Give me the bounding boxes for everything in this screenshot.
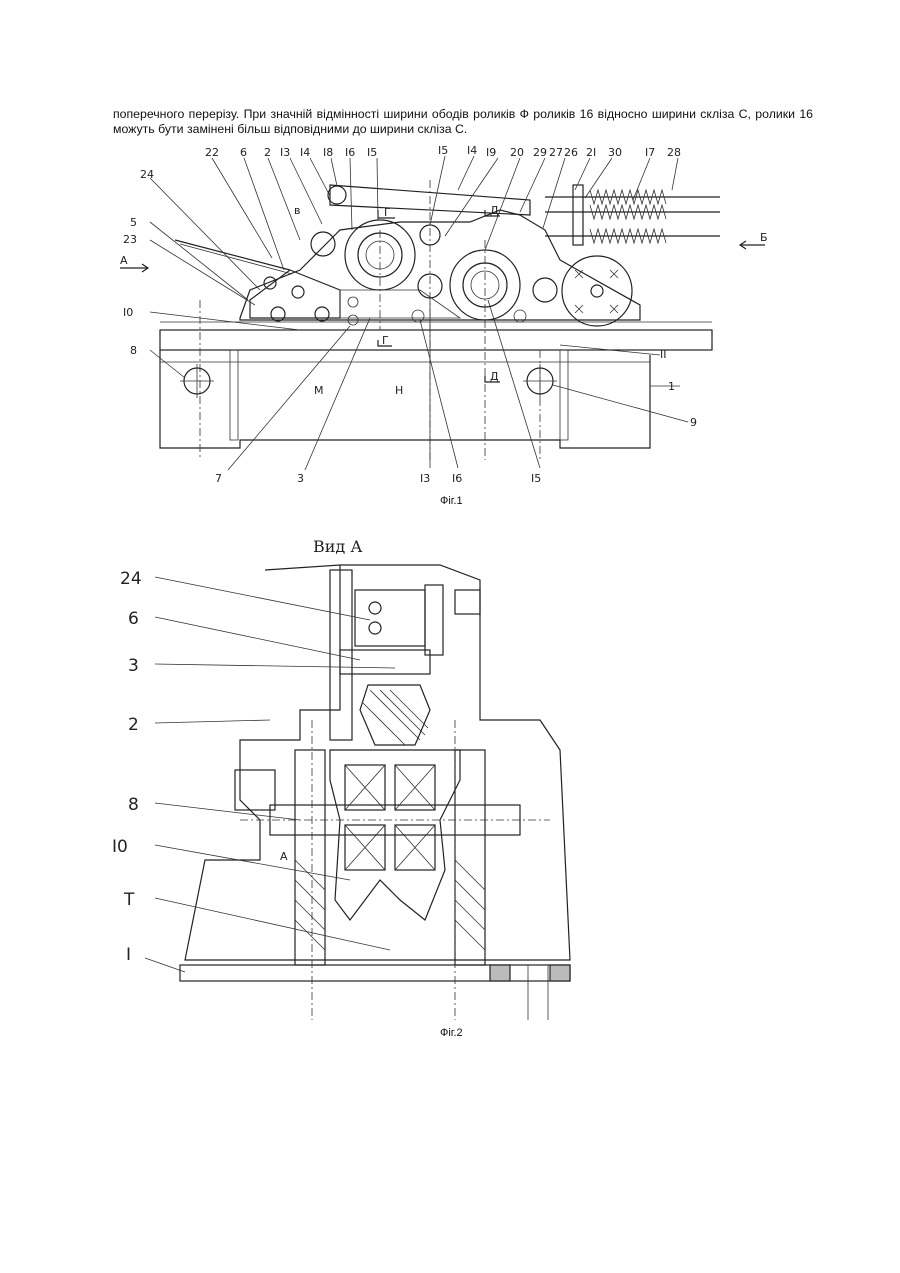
figure-2-title: Вид А xyxy=(313,537,362,556)
fig2-label-10: I0 xyxy=(112,837,128,857)
figure-2-caption: Фіг.2 xyxy=(440,1027,463,1039)
label-9: 9 xyxy=(690,416,697,429)
label-28: 28 xyxy=(667,146,681,159)
label-27: 27 xyxy=(549,146,563,159)
label-H: Н xyxy=(395,384,403,397)
label-G1: Г xyxy=(384,206,391,219)
label-M: М xyxy=(314,384,324,397)
label-19: I9 xyxy=(486,146,496,159)
label-B: Б xyxy=(760,231,768,244)
label-3: 3 xyxy=(297,472,304,485)
label-17: I7 xyxy=(645,146,655,159)
fig2-label-A: А xyxy=(280,850,288,863)
fig2-label-T: Т xyxy=(123,890,135,910)
figure-2-drawing: Вид А xyxy=(0,520,900,1040)
figure-1-drawing: 22 6 2 I3 I4 I8 I6 I5 I5 I4 I9 20 29 27 … xyxy=(0,0,900,520)
label-6: 6 xyxy=(240,146,247,159)
label-20: 20 xyxy=(510,146,524,159)
label-14a: I4 xyxy=(300,146,310,159)
label-30: 30 xyxy=(608,146,622,159)
label-7: 7 xyxy=(215,472,222,485)
label-A: А xyxy=(120,254,128,267)
label-29: 29 xyxy=(533,146,547,159)
label-10: I0 xyxy=(123,306,133,319)
label-13b: I3 xyxy=(420,472,430,485)
label-15a: I5 xyxy=(367,146,377,159)
roller-right xyxy=(562,256,632,326)
label-16a: I6 xyxy=(345,146,355,159)
carriage xyxy=(240,210,640,320)
fig2-label-6: 6 xyxy=(128,609,139,629)
label-D2: Д xyxy=(490,370,499,383)
label-18: I8 xyxy=(323,146,333,159)
label-23: 23 xyxy=(123,233,137,246)
springs-17 xyxy=(545,185,720,245)
label-D1: Д xyxy=(490,204,499,217)
label-15c: I5 xyxy=(531,472,541,485)
label-16b: I6 xyxy=(452,472,462,485)
label-24: 24 xyxy=(140,168,154,181)
label-5: 5 xyxy=(130,216,137,229)
body-2 xyxy=(185,565,570,960)
label-11: II xyxy=(660,348,667,361)
fig2-label-3: 3 xyxy=(128,656,139,676)
label-8: 8 xyxy=(130,344,137,357)
label-14b: I4 xyxy=(467,144,477,157)
label-2: 2 xyxy=(264,146,271,159)
rail xyxy=(160,330,712,350)
label-13a: I3 xyxy=(280,146,290,159)
label-22: 22 xyxy=(205,146,219,159)
label-15b: I5 xyxy=(438,144,448,157)
label-v: в xyxy=(294,204,300,217)
fig2-label-24: 24 xyxy=(120,569,142,589)
label-21: 2I xyxy=(586,146,596,159)
label-G2: Г xyxy=(382,334,389,347)
label-1: 1 xyxy=(668,380,675,393)
figure-1-caption: Фіг.1 xyxy=(440,495,463,507)
fig2-label-2: 2 xyxy=(128,715,139,735)
fig2-label-I: I xyxy=(126,945,131,965)
label-26: 26 xyxy=(564,146,578,159)
frame xyxy=(160,350,650,448)
fig2-label-8: 8 xyxy=(128,795,139,815)
base-plate xyxy=(180,965,570,981)
